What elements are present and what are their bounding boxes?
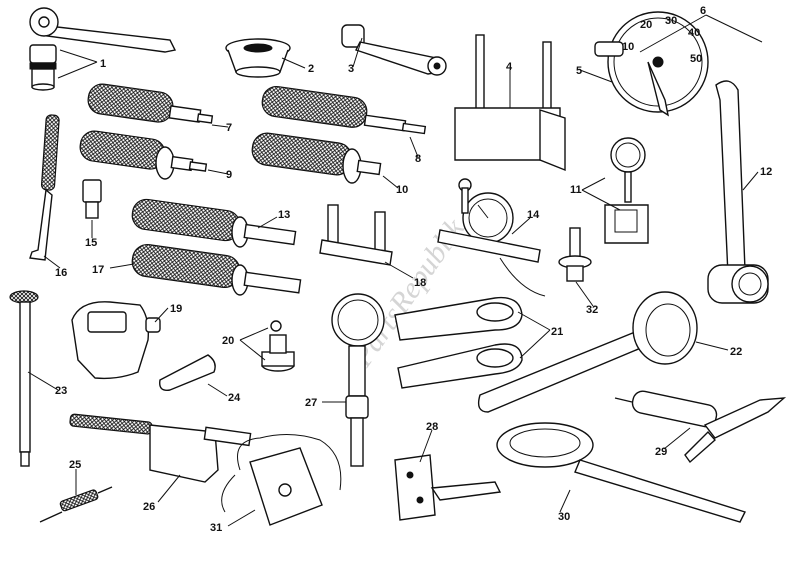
tool-15-adapter [82, 179, 102, 219]
callout-9: 9 [226, 169, 232, 181]
tool-27-bore-gauge [331, 293, 385, 467]
callout-28: 28 [426, 421, 438, 433]
dial-number: 20 [640, 19, 652, 31]
tool-25-small-bit [39, 486, 113, 523]
tool-20-fitting [261, 320, 295, 372]
callout-30: 30 [558, 511, 570, 523]
callout-29: 29 [655, 446, 667, 458]
tool-32-puller [558, 227, 592, 282]
callout-23: 23 [55, 385, 67, 397]
callout-25: 25 [69, 459, 81, 471]
callout-3: 3 [348, 63, 354, 75]
tool-30-ring-spanner [496, 422, 746, 523]
tool-24-pin [159, 354, 216, 391]
callout-4: 4 [506, 61, 513, 73]
callout-6: 6 [700, 5, 706, 17]
tool-4-pin-stand [454, 34, 566, 172]
tool-16-probe [29, 114, 60, 261]
callout-2: 2 [308, 63, 314, 75]
tool-21-rocker-brackets [394, 296, 523, 389]
callout-11: 11 [570, 184, 582, 196]
tool-17-driver [131, 243, 302, 296]
callout-labels: 1 2 3 4 5 6 7 8 9 10 11 12 13 14 15 16 1… [55, 5, 772, 534]
callout-21: 21 [551, 326, 563, 338]
callout-24: 24 [228, 392, 241, 404]
tool-13-driver [131, 198, 297, 248]
tool-10-driver [251, 132, 382, 184]
callout-15: 15 [85, 237, 97, 249]
tool-1-socket-wrench [29, 7, 177, 91]
callout-19: 19 [170, 303, 182, 315]
tool-3-offset-wrench [341, 24, 447, 76]
callout-1: 1 [100, 58, 106, 70]
callout-22: 22 [730, 346, 742, 358]
callout-31: 31 [210, 522, 222, 534]
leader-lines [27, 14, 763, 527]
dial-number: 50 [690, 53, 702, 65]
callout-13: 13 [278, 209, 290, 221]
tool-12-hook-wrench [707, 80, 769, 304]
tool-7-driver [87, 83, 214, 124]
tool-22-ring-wrench [477, 291, 698, 413]
tool-18-bracket [319, 204, 393, 266]
dial-number: 30 [665, 15, 677, 27]
tool-8-driver [261, 85, 427, 135]
tool-28-fixture [394, 454, 502, 521]
callout-10: 10 [396, 184, 408, 196]
tool-11-dial-on-block [604, 137, 649, 244]
tool-5-degree-wheel: 10 20 30 40 50 [594, 11, 709, 117]
tool-23-long-rod [9, 290, 39, 467]
callout-16: 16 [55, 267, 67, 279]
callout-12: 12 [760, 166, 772, 178]
tool-31-timing-box [221, 434, 342, 526]
callout-8: 8 [415, 153, 421, 165]
callout-18: 18 [414, 277, 426, 289]
dial-number: 40 [688, 27, 700, 39]
callout-20: 20 [222, 335, 234, 347]
tool-9-driver [79, 130, 208, 180]
tool-26-press-frame [69, 413, 252, 483]
tool-2-cup-wrench [225, 38, 291, 78]
dial-number: 10 [622, 41, 634, 53]
callout-17: 17 [92, 264, 104, 276]
tool-19-gauge-body [71, 301, 161, 380]
callout-27: 27 [305, 397, 317, 409]
callout-7: 7 [226, 122, 232, 134]
tool-14-dial-gauge [437, 178, 546, 297]
callout-26: 26 [143, 501, 155, 513]
callout-32: 32 [586, 304, 598, 316]
callout-5: 5 [576, 65, 582, 77]
callout-14: 14 [527, 209, 540, 221]
tool-29-tap-holder [614, 390, 787, 464]
